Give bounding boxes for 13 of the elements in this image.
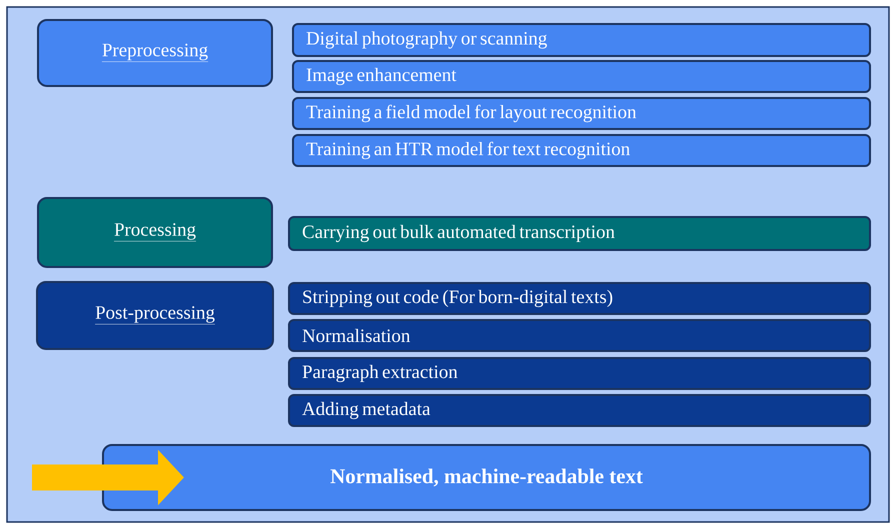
step-box: Adding metadata (288, 394, 871, 427)
stage-box: Processing (37, 196, 273, 268)
step-box: Digital photography or scanning (292, 23, 871, 57)
stage-box: Post-processing (36, 280, 274, 350)
stage-box: Preprocessing (37, 19, 273, 87)
result-box: Normalised, machine-readable text (102, 444, 871, 511)
step-box: Paragraph extraction (288, 356, 871, 390)
step-box: Normalisation (288, 318, 871, 352)
step-box: Stripping out code (For born-digital texts) (288, 282, 871, 315)
step-box: Image enhancement (292, 60, 871, 93)
step-box: Carrying out bulk automated transcription (288, 216, 871, 251)
step-box: Training a field model for layout recognition (292, 96, 871, 130)
step-box: Training an HTR model for text recognition (292, 134, 871, 167)
